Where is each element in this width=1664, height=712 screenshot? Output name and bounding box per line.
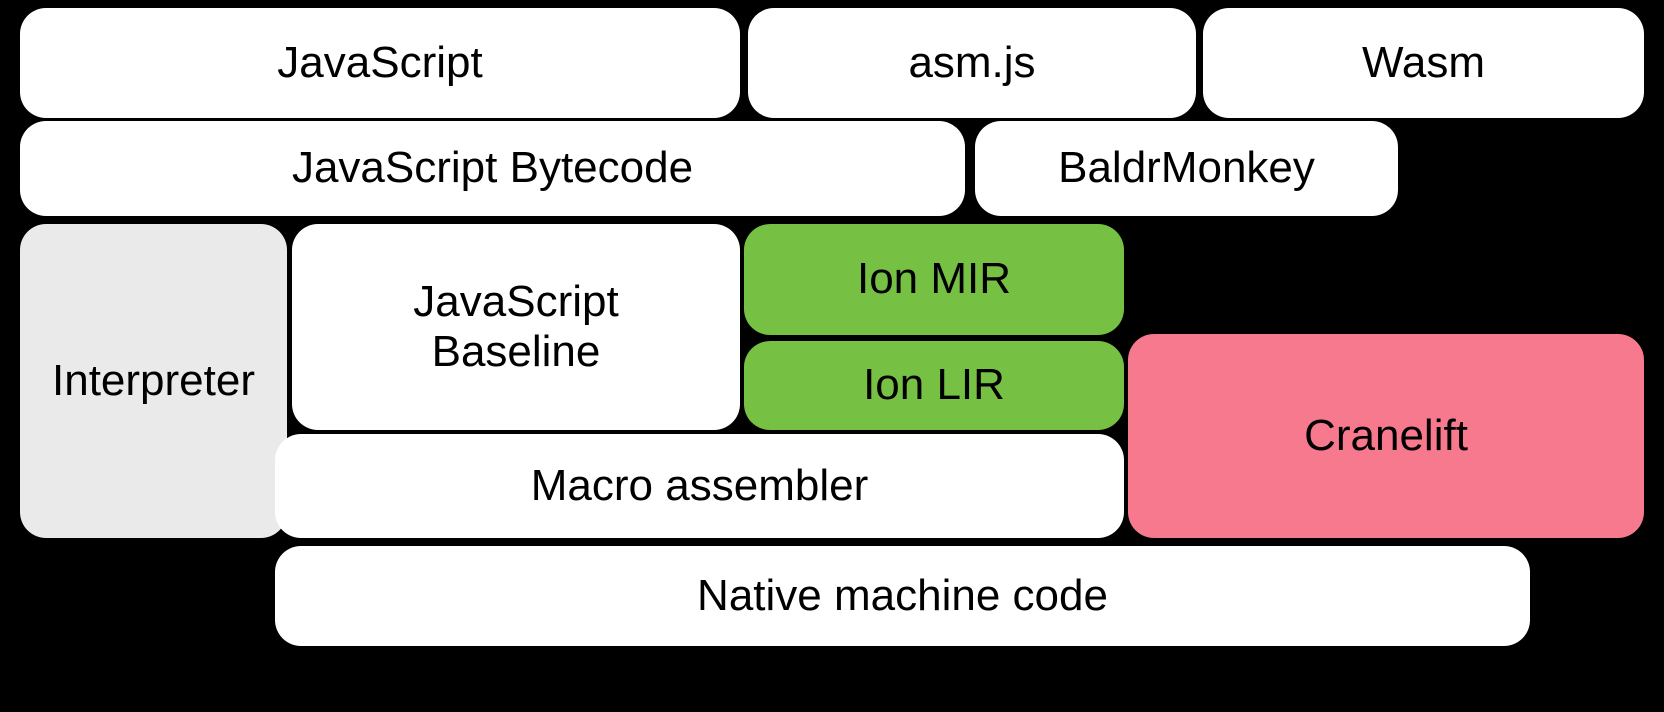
diagram-node-javascript[interactable]: JavaScript: [20, 8, 740, 118]
diagram-node-ion-mir[interactable]: Ion MIR: [744, 224, 1124, 335]
diagram-node-javascript-baseline[interactable]: JavaScript Baseline: [292, 224, 740, 430]
diagram-node-wasm[interactable]: Wasm: [1203, 8, 1644, 118]
diagram-node-baldrmonkey[interactable]: BaldrMonkey: [975, 121, 1398, 216]
diagram-node-native-machine-code[interactable]: Native machine code: [275, 546, 1530, 646]
diagram-node-macro-assembler[interactable]: Macro assembler: [275, 434, 1124, 538]
diagram-node-interpreter[interactable]: Interpreter: [20, 224, 287, 538]
diagram-node-asm-js[interactable]: asm.js: [748, 8, 1196, 118]
diagram-node-ion-lir[interactable]: Ion LIR: [744, 341, 1124, 430]
diagram-node-cranelift[interactable]: Cranelift: [1128, 334, 1644, 538]
diagram-node-javascript-bytecode[interactable]: JavaScript Bytecode: [20, 121, 965, 216]
